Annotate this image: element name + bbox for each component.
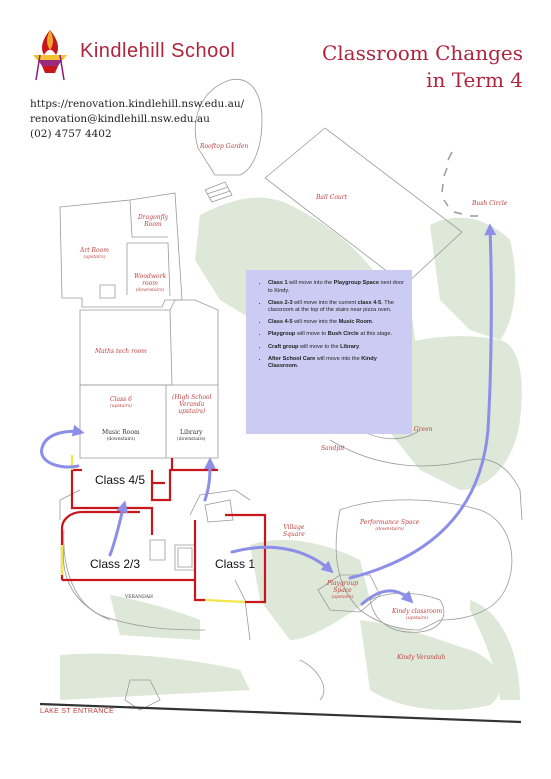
title-line-1: Classroom Changes	[321, 41, 523, 65]
phone-number: (02) 4757 4402	[30, 128, 112, 140]
note-item: Class 1 will move into the Playgroup Spa…	[268, 280, 404, 295]
website-link[interactable]: https://renovation.kindlehill.nsw.edu.au…	[30, 98, 245, 110]
email-link[interactable]: renovation@kindlehill.nsw.edu.au	[30, 113, 210, 125]
label-library: Library(downstairs)	[177, 429, 206, 442]
label-hs-veranda: (High School Veranda upstairs)	[172, 394, 212, 415]
label-class-2-3: Class 2/3	[90, 557, 141, 571]
label-kindy-verandah: Kindy Verandah	[397, 654, 446, 661]
label-bush-circle: Bush Circle	[472, 200, 508, 207]
changes-notes-panel: Class 1 will move into the Playgroup Spa…	[246, 270, 412, 434]
school-name: Kindlehill School	[80, 40, 236, 62]
note-item: After School Care will move into the Kin…	[268, 356, 404, 371]
label-ball-court: Ball Court	[316, 194, 348, 201]
lake-st-entrance-label: LAKE ST ENTRANCE	[40, 708, 114, 715]
label-class6: Class 6(upstairs)	[110, 396, 132, 409]
label-rooftop-garden: Rooftop Garden	[200, 143, 249, 150]
label-maths-tech-room: Maths tech room	[95, 348, 147, 355]
label-performance-space: Performance Space(downstairs)	[360, 519, 420, 532]
building-outlines	[59, 78, 523, 711]
note-item: Playgroup will move to Bush Circle at th…	[268, 331, 404, 339]
note-item: Class 2-3 will move into the current cla…	[268, 300, 404, 315]
label-dragonfly-room: Dragonfly Room	[138, 214, 168, 228]
label-music-room: Music Room(downstairs)	[102, 429, 140, 442]
current-classrooms-walls	[60, 458, 267, 604]
label-verandah: VERANDAH	[125, 595, 153, 600]
label-class-1: Class 1	[215, 557, 256, 571]
label-village-square: Village Square	[283, 524, 305, 538]
lake-st-road	[39, 702, 522, 724]
note-item: Craft group will move to the Library.	[268, 344, 404, 352]
label-art-room: Art Room(upstairs)	[80, 247, 109, 260]
page-title: Classroom Changes in Term 4	[322, 40, 523, 94]
note-item: Class 4-5 will move into the Music Room.	[268, 319, 404, 327]
move-arrows	[40, 223, 497, 606]
label-woodwork-room: Woodwork room(downstairs)	[134, 273, 167, 293]
label-kindy-classroom: Kindy classroom(upstairs)	[392, 608, 443, 621]
contact-info: https://renovation.kindlehill.nsw.edu.au…	[30, 97, 244, 142]
label-sandpit: Sandpit	[321, 445, 345, 452]
kindlehill-logo-icon	[33, 30, 67, 81]
title-line-2: in Term 4	[426, 68, 523, 92]
label-playgroup-space: Playgroup Space(upstairs)	[327, 580, 358, 600]
label-class-4-5: Class 4/5	[95, 473, 146, 487]
changes-list: Class 1 will move into the Playgroup Spa…	[256, 280, 404, 371]
